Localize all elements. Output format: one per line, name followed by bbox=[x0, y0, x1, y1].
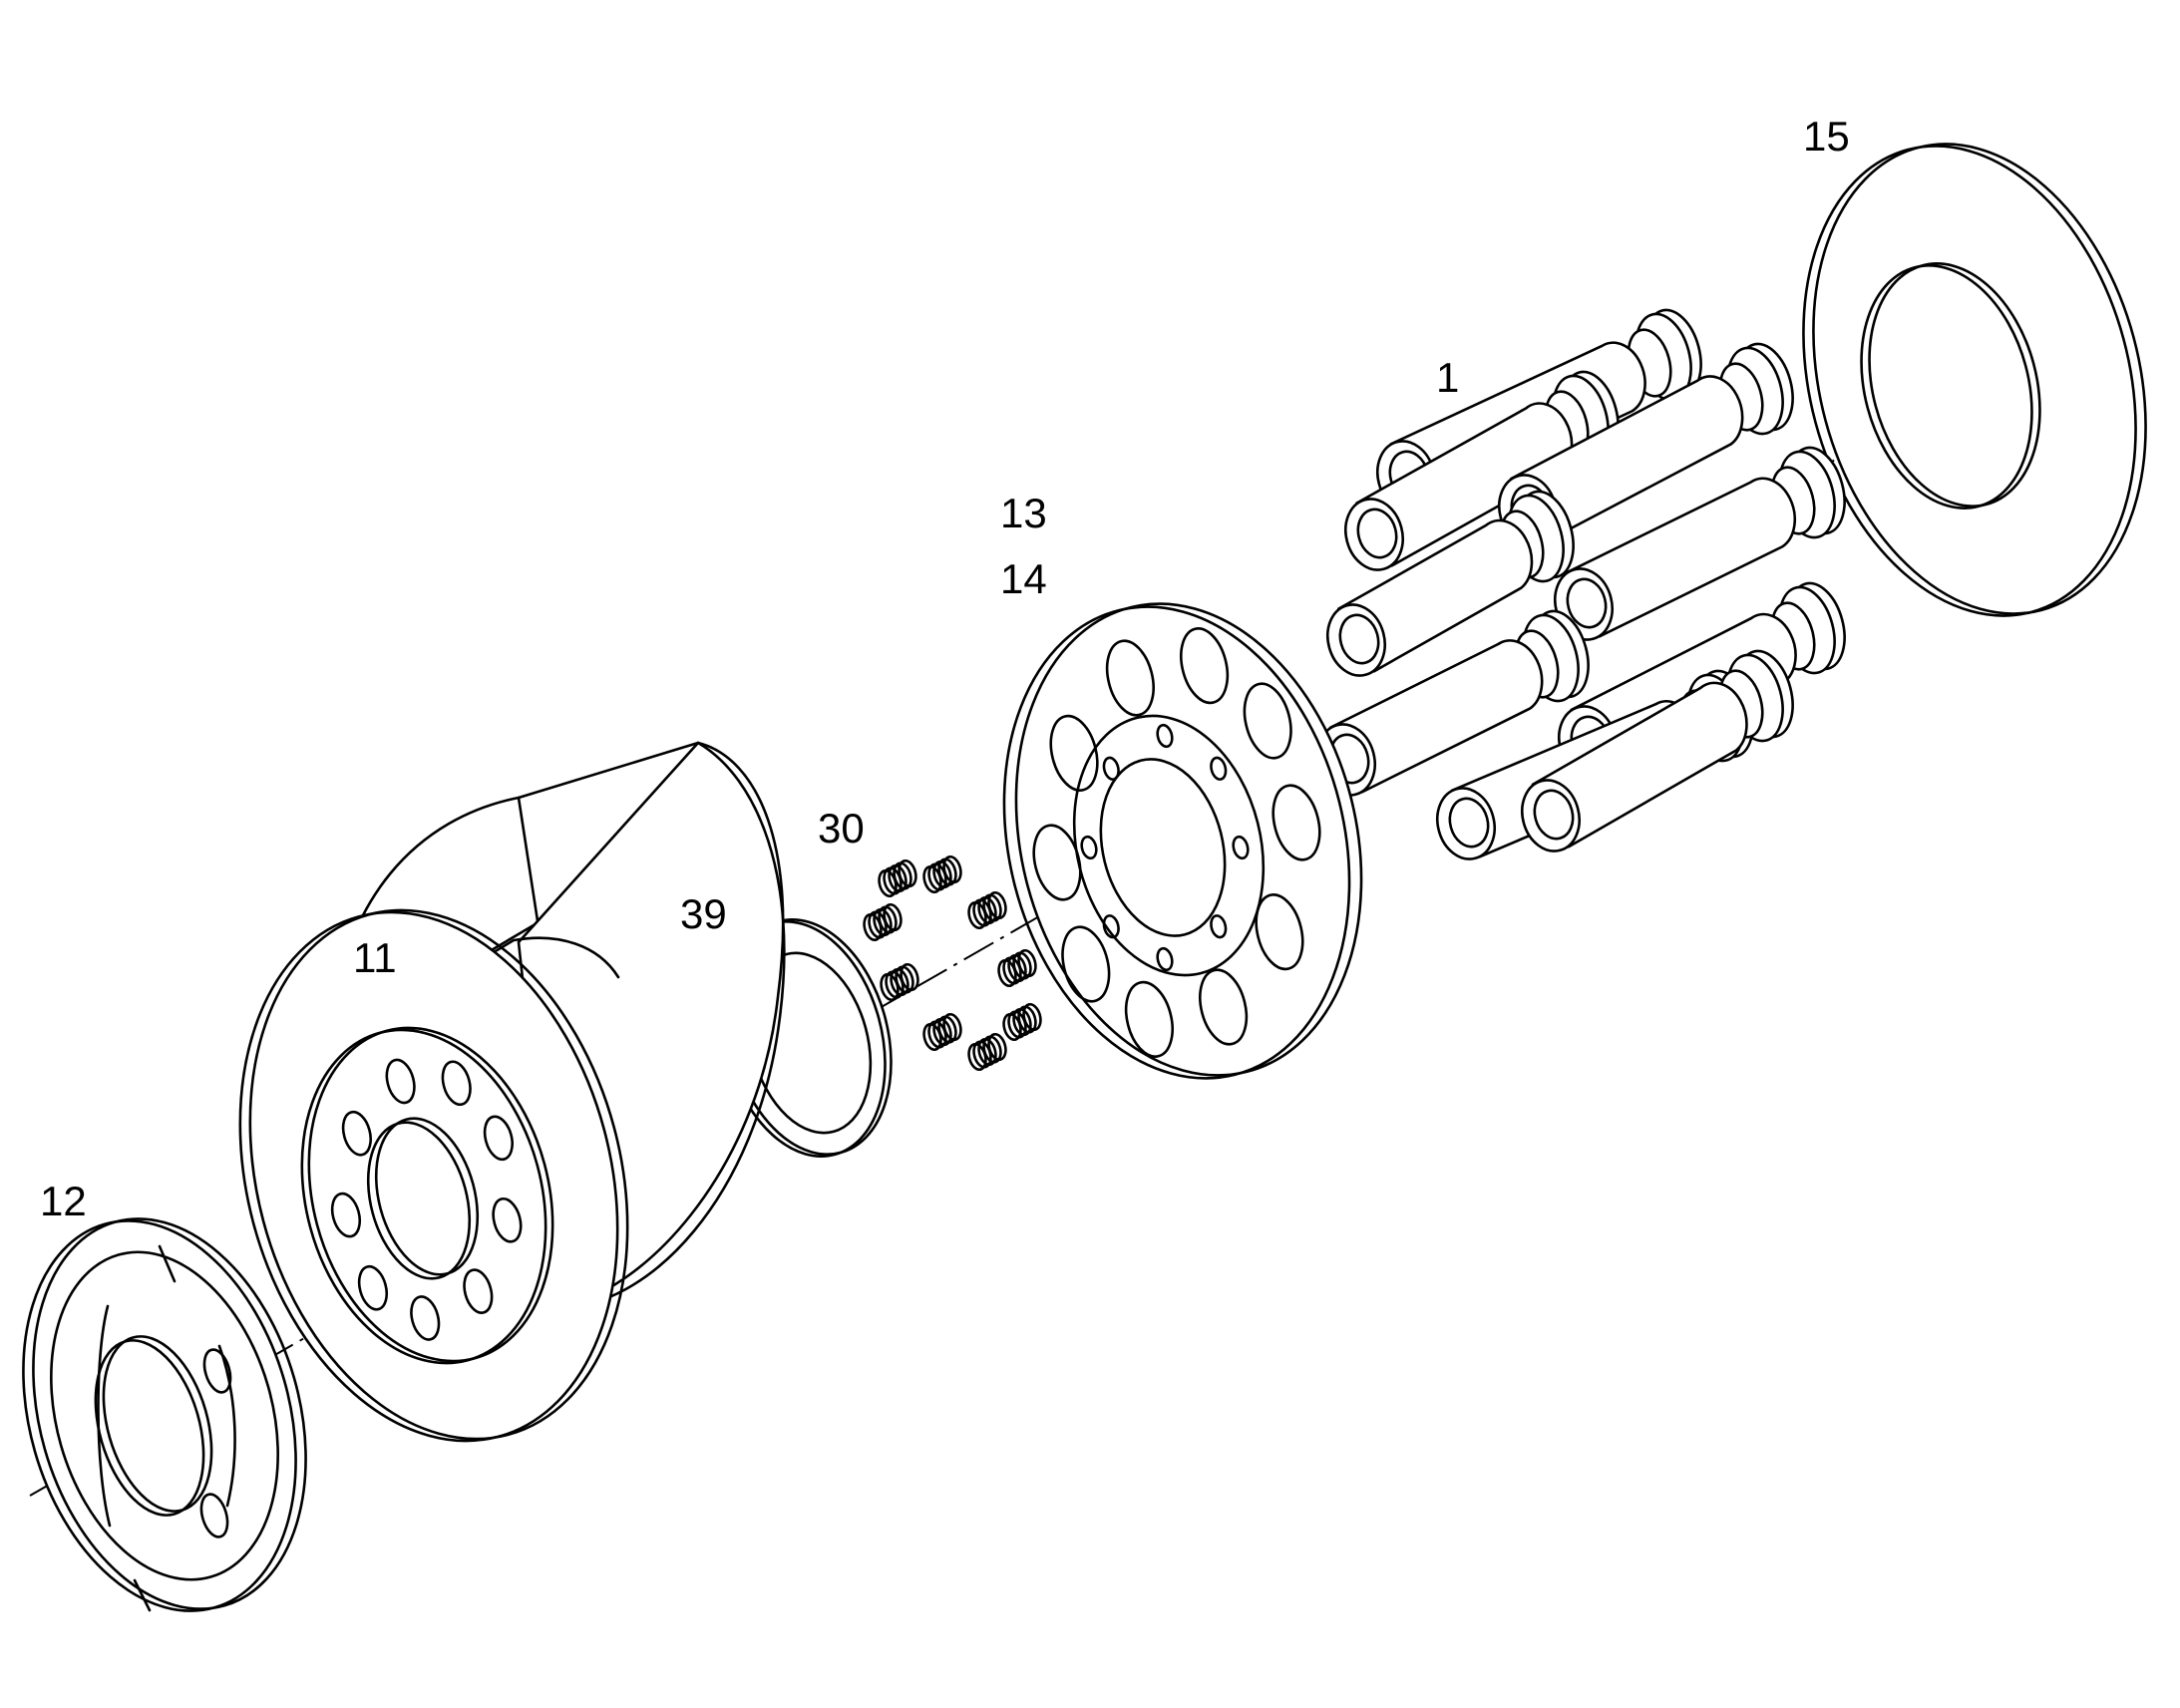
part-13-14-retainer-plate[interactable] bbox=[956, 566, 1409, 1115]
spring-7 bbox=[922, 1012, 962, 1052]
retainer-hole-3 bbox=[1199, 968, 1249, 1046]
retainer-hole-6 bbox=[1032, 824, 1082, 901]
spring-2 bbox=[922, 854, 962, 894]
retainer-hole-8 bbox=[1105, 639, 1155, 717]
spring-4 bbox=[967, 890, 1007, 930]
bore-1 bbox=[441, 1060, 472, 1107]
callout-12: 12 bbox=[40, 1178, 87, 1224]
bore-8 bbox=[341, 1110, 372, 1157]
spring-8 bbox=[1002, 1002, 1042, 1042]
part-11-cylinder-block[interactable] bbox=[183, 741, 786, 1484]
retainer-small-hole-2 bbox=[1210, 914, 1228, 939]
piston-5 bbox=[1554, 446, 1846, 641]
bore-4 bbox=[463, 1268, 494, 1314]
spring-9 bbox=[967, 1032, 1007, 1072]
retainer-small-hole-8 bbox=[1210, 756, 1228, 781]
bore-2 bbox=[483, 1115, 514, 1162]
callout-13: 13 bbox=[1000, 490, 1047, 536]
retainer-hole-7 bbox=[1049, 714, 1099, 792]
callout-11: 11 bbox=[353, 934, 397, 981]
retainer-small-hole-1 bbox=[1232, 835, 1250, 860]
callout-39: 39 bbox=[680, 890, 727, 937]
spring-5 bbox=[880, 962, 919, 1002]
retainer-small-hole-3 bbox=[1156, 946, 1174, 972]
retainer-small-hole-5 bbox=[1080, 835, 1098, 860]
bore-5 bbox=[410, 1295, 441, 1341]
retainer-hole-9 bbox=[1180, 627, 1230, 705]
bore-6 bbox=[357, 1264, 389, 1311]
bore-3 bbox=[492, 1196, 523, 1243]
spring-3 bbox=[863, 902, 903, 942]
spring-6 bbox=[997, 948, 1037, 988]
retainer-hole-5 bbox=[1061, 925, 1111, 1003]
callout-1: 1 bbox=[1436, 354, 1460, 401]
part-12-valve-plate[interactable] bbox=[0, 1187, 349, 1643]
callout-30: 30 bbox=[818, 805, 865, 852]
retainer-hole-1 bbox=[1272, 784, 1321, 861]
retainer-small-hole-7 bbox=[1156, 723, 1174, 749]
retainer-plate-holes bbox=[1032, 627, 1321, 1058]
retainer-plate-small-holes bbox=[1080, 723, 1250, 972]
retainer-hole-2 bbox=[1255, 893, 1304, 971]
retainer-small-hole-6 bbox=[1102, 756, 1120, 781]
piston-9 bbox=[1521, 649, 1794, 853]
retainer-hole-4 bbox=[1124, 980, 1174, 1058]
retainer-small-hole-4 bbox=[1102, 914, 1120, 939]
piston-4 bbox=[1326, 490, 1575, 677]
cylinder-block-bores bbox=[330, 1058, 523, 1341]
bore-9 bbox=[385, 1058, 416, 1105]
callout-14: 14 bbox=[1000, 555, 1047, 602]
spring-1 bbox=[878, 858, 917, 898]
part-15-thrust-disc[interactable] bbox=[1753, 107, 2180, 653]
piston-2 bbox=[1344, 370, 1620, 571]
bore-7 bbox=[330, 1192, 362, 1238]
retainer-hole-10 bbox=[1243, 682, 1292, 760]
part-1-piston-assemblies[interactable] bbox=[1310, 304, 1854, 865]
callout-15: 15 bbox=[1803, 113, 1850, 160]
part-30-springs[interactable] bbox=[862, 854, 1043, 1072]
